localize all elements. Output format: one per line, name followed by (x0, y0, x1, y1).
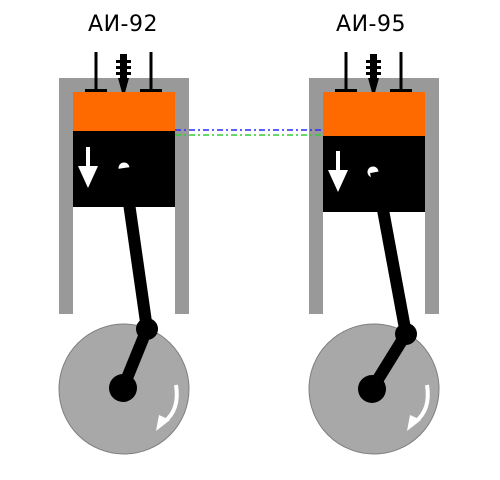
connecting-rod (118, 167, 153, 330)
curved-arrow-icon (407, 384, 430, 431)
cylinder-wall-right (425, 78, 439, 314)
valves (85, 52, 162, 94)
crank-pin (136, 318, 158, 340)
crank-pin (395, 323, 417, 345)
spark-plug-icon (116, 54, 131, 98)
down-arrow-icon (78, 147, 98, 188)
crankshaft-axis (109, 374, 137, 402)
engine-right (308, 52, 440, 455)
cylinder-wall-right (175, 78, 189, 314)
compression-level-lines (175, 129, 323, 136)
combustion-chamber (323, 92, 425, 136)
crankshaft-axis (358, 375, 386, 403)
combustion-chamber (73, 92, 175, 131)
connecting-rod (370, 170, 412, 336)
cylinder-wall-left (59, 78, 73, 314)
curved-arrow-icon (156, 384, 179, 431)
spark-plug-icon (366, 54, 381, 98)
engine-left (58, 52, 190, 455)
cylinder-wall-left (309, 78, 323, 314)
fuel-label-ai95: АИ-95 (336, 12, 406, 37)
valves (335, 52, 412, 94)
fuel-label-ai92: АИ-92 (88, 12, 158, 37)
down-arrow-icon (328, 151, 348, 192)
